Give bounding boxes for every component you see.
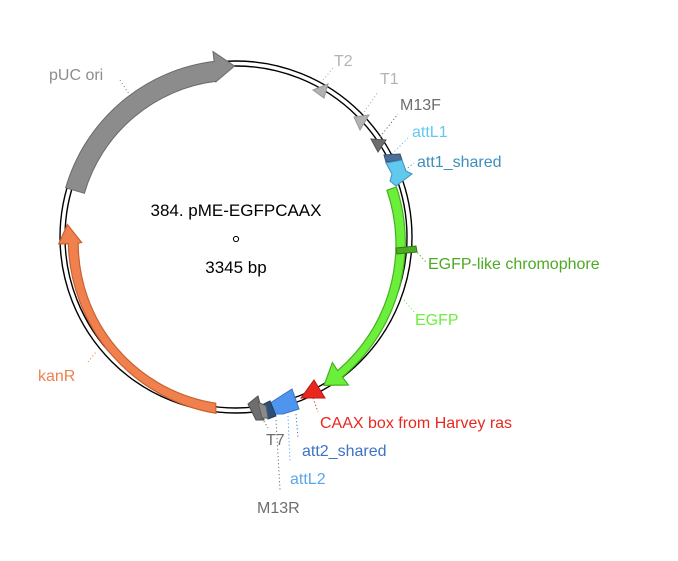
att1-shared-leader — [404, 162, 415, 171]
t2-arrow — [311, 83, 329, 99]
feature-caax[interactable]: CAAX box from Harvey ras — [300, 379, 512, 432]
feature-t1[interactable]: T1 — [353, 71, 399, 132]
att2-shared-leader — [295, 413, 299, 439]
kanr-label: kanR — [38, 368, 75, 385]
center-marker — [232, 235, 240, 243]
t7-arrow — [247, 395, 265, 421]
caax-arrow — [300, 379, 326, 399]
att1-shared-arrow — [385, 159, 413, 187]
t1-label: T1 — [380, 71, 399, 88]
egfp-leader — [403, 299, 415, 313]
att2-shared-label: att2_shared — [302, 443, 387, 460]
puc-ori-arrow — [65, 50, 236, 194]
t1-leader — [363, 91, 379, 113]
feature-att2-shared[interactable]: att2_shared — [263, 388, 387, 460]
m13r-leader — [275, 419, 281, 491]
t2-label: T2 — [334, 53, 353, 70]
m13r-label: M13R — [257, 500, 300, 517]
m13r-arrow — [257, 401, 269, 419]
puc-ori-label: pUC ori — [49, 67, 103, 84]
feature-egfp[interactable]: EGFP — [323, 186, 459, 387]
egfp-arrow — [323, 186, 406, 387]
caax-label: CAAX box from Harvey ras — [320, 415, 512, 432]
m13f-label: M13F — [400, 97, 441, 114]
caax-leader — [312, 397, 319, 413]
backbone-outer — [59, 60, 413, 414]
egfp-chromophore-mark — [395, 245, 418, 255]
m13f-leader — [379, 113, 399, 138]
att1-shared-label: att1_shared — [417, 154, 502, 171]
feature-att1-shared[interactable]: att1_shared — [385, 154, 502, 187]
egfp-chromophore-label: EGFP-like chromophore — [428, 256, 600, 273]
t2-leader — [322, 67, 334, 81]
feature-kanr[interactable]: kanR — [38, 223, 217, 415]
t1-arrow — [353, 114, 370, 132]
feature-t2[interactable]: T2 — [311, 53, 353, 99]
attl2-leader — [287, 415, 291, 463]
feature-t7[interactable]: T7 — [247, 395, 285, 449]
attl1-label: attL1 — [412, 124, 448, 141]
kanr-arrow — [57, 223, 217, 415]
puc-ori-leader — [119, 79, 130, 95]
m13f-arrow — [370, 138, 387, 153]
egfp-chromophore-leader — [414, 249, 427, 263]
attl1-leader — [391, 137, 409, 155]
kanr-leader — [87, 351, 97, 363]
feature-egfp-chromophore[interactable]: EGFP-like chromophore — [395, 245, 600, 273]
t7-label: T7 — [266, 432, 285, 449]
feature-m13r[interactable]: M13R — [257, 401, 300, 517]
feature-attl1[interactable]: attL1 — [383, 124, 448, 163]
feature-m13f[interactable]: M13F — [370, 97, 441, 153]
egfp-label: EGFP — [415, 312, 459, 329]
plasmid-name: 384. pME-EGFPCAAX — [150, 201, 321, 220]
plasmid-length: 3345 bp — [205, 258, 266, 277]
feature-puc-ori[interactable]: pUC ori — [49, 50, 236, 194]
attl2-label: attL2 — [290, 471, 326, 488]
